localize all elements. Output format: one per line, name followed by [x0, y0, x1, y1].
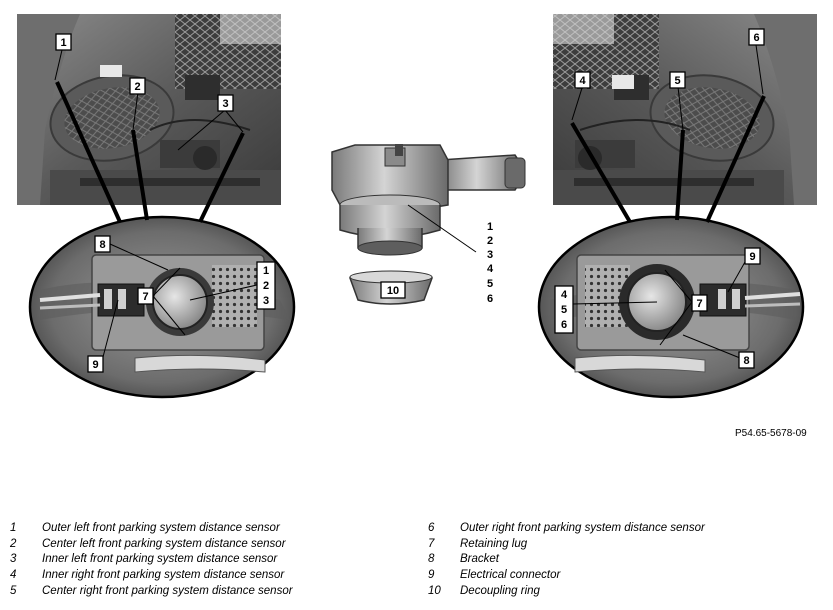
callout-7-right: 7 [691, 294, 708, 312]
legend-text: Bracket [460, 553, 499, 565]
legend-number: 5 [10, 585, 17, 597]
svg-text:8: 8 [99, 239, 105, 251]
callout-8-right: 8 [738, 351, 755, 369]
svg-text:4: 4 [579, 75, 586, 87]
svg-text:3: 3 [222, 98, 228, 110]
parking-sensor-illustration [331, 144, 526, 256]
left-zoom-lines [55, 81, 245, 223]
svg-text:7: 7 [142, 291, 148, 303]
svg-text:4: 4 [487, 263, 494, 275]
right-bumper-photo [553, 14, 817, 205]
svg-text:6: 6 [487, 293, 493, 305]
callout-9-left: 9 [87, 355, 104, 373]
legend-text: Electrical connector [460, 569, 561, 581]
right-zoom-lines [570, 95, 766, 224]
legend-text: Decoupling ring [460, 585, 540, 597]
svg-text:5: 5 [487, 278, 493, 290]
callout-2: 2 [129, 77, 146, 95]
svg-text:8: 8 [743, 355, 749, 367]
svg-text:1: 1 [487, 221, 493, 233]
svg-text:1: 1 [263, 265, 269, 277]
legend-number: 7 [428, 538, 435, 550]
svg-text:1: 1 [60, 37, 66, 49]
sensor-leader-line [407, 204, 477, 253]
legend-number: 3 [10, 553, 17, 565]
callout-9-right: 9 [744, 247, 761, 265]
legend-number: 6 [428, 522, 435, 534]
svg-text:2: 2 [263, 280, 269, 292]
legend-number: 10 [428, 585, 441, 597]
callout-4: 4 [574, 71, 591, 89]
legend-text: Inner right front parking system distanc… [42, 569, 285, 581]
detail-leader-lines [102, 243, 746, 359]
legend-text: Outer right front parking system distanc… [460, 522, 705, 534]
svg-text:2: 2 [487, 235, 493, 247]
photo-leader-lines [54, 44, 764, 151]
callout-1: 1 [55, 33, 72, 51]
callout-3: 3 [217, 94, 234, 112]
legend-text: Outer left front parking system distance… [42, 522, 280, 534]
svg-text:7: 7 [696, 298, 702, 310]
svg-text:2: 2 [134, 81, 140, 93]
svg-text:6: 6 [561, 319, 567, 331]
callout-10: 10 [380, 281, 406, 299]
legend-number: 1 [10, 522, 17, 534]
svg-text:5: 5 [561, 304, 567, 316]
svg-text:9: 9 [749, 251, 755, 263]
callout-7-left: 7 [137, 287, 154, 305]
legend-number: 2 [10, 538, 17, 550]
figure-code: P54.65-5678-09 [735, 428, 807, 439]
legend-text: Retaining lug [460, 538, 528, 550]
svg-text:4: 4 [561, 289, 568, 301]
right-detail-oval [537, 215, 805, 399]
callout-6: 6 [748, 28, 765, 46]
callout-5: 5 [669, 71, 686, 89]
svg-text:6: 6 [753, 32, 759, 44]
svg-text:3: 3 [487, 249, 493, 261]
svg-text:10: 10 [387, 285, 399, 297]
legend-number: 4 [10, 569, 17, 581]
legend-text: Center left front parking system distanc… [42, 538, 286, 550]
legend-number: 9 [428, 569, 435, 581]
legend: 1 Outer left front parking system distan… [0, 522, 833, 610]
svg-text:3: 3 [263, 295, 269, 307]
legend-number: 8 [428, 553, 435, 565]
legend-text: Center right front parking system distan… [42, 585, 293, 597]
callout-stack-left: 1 2 3 [256, 261, 276, 310]
callout-stack-right: 4 5 6 [554, 285, 574, 334]
svg-text:5: 5 [674, 75, 680, 87]
diagram-figure: 1 2 3 4 5 6 8 7 9 1 2 3 9 [17, 14, 817, 399]
callout-8-left: 8 [94, 235, 111, 253]
svg-text:9: 9 [92, 359, 98, 371]
legend-text: Inner left front parking system distance… [42, 553, 278, 565]
sensor-number-stack: 1 2 3 4 5 6 [487, 221, 494, 305]
